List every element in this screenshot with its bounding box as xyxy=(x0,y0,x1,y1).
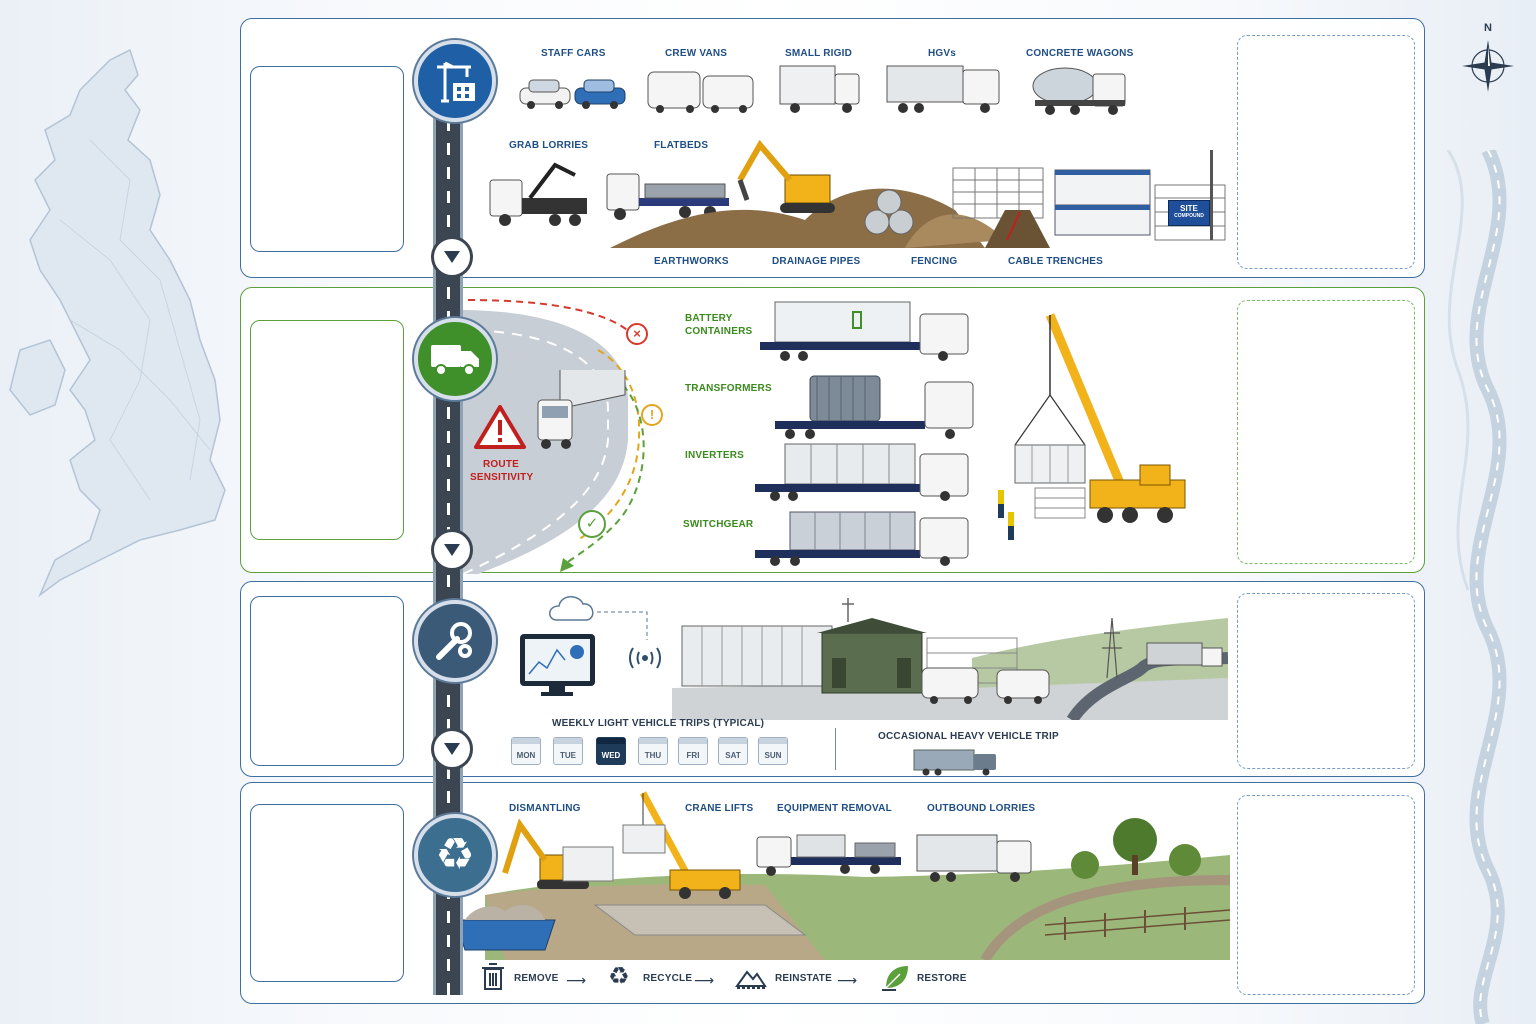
delivery-note-box-right xyxy=(1237,300,1415,564)
flow-recycle: RECYCLE xyxy=(643,973,693,984)
label-earthworks: EARTHWORKS xyxy=(654,256,729,267)
compass-north-label: N xyxy=(1484,22,1493,34)
truck-icon xyxy=(431,345,479,376)
construction-vehicles-row xyxy=(519,65,1126,115)
compass-rose-icon xyxy=(1462,40,1514,92)
day-sat: SAT xyxy=(718,737,748,765)
flow-arrow-2: ⟶ xyxy=(694,972,715,988)
operation-stage-icon xyxy=(414,600,496,682)
label-fencing: FENCING xyxy=(911,256,958,267)
site-sign-line-1: SITE xyxy=(1180,204,1198,213)
chevron-down-icon xyxy=(444,743,460,755)
uk-map-background xyxy=(9,48,226,598)
label-inverters: INVERTERS xyxy=(685,450,745,461)
decommissioning-stage-icon: ♻ xyxy=(414,814,496,896)
flow-remove: REMOVE xyxy=(514,973,559,984)
site-sign-line-2: COMPOUND xyxy=(1174,213,1204,219)
day-wed: WED xyxy=(596,737,626,765)
timeline-chevron-3 xyxy=(431,728,473,770)
construction-note-box xyxy=(250,66,404,252)
label-drainage-pipes: DRAINAGE PIPES xyxy=(772,256,861,267)
remote-monitoring-illustration xyxy=(520,596,661,696)
compass: N xyxy=(1460,22,1516,98)
label-weekly-trips: WEEKLY LIGHT VEHICLE TRIPS (TYPICAL) xyxy=(552,718,765,729)
decommissioning-note-box xyxy=(250,804,404,982)
delivery-note-box xyxy=(250,320,404,540)
delivery-stage-icon xyxy=(414,318,496,400)
label-staff-cars: STAFF CARS xyxy=(541,48,606,59)
construction-stage-icon xyxy=(414,40,496,122)
timeline-chevron-1 xyxy=(431,236,473,278)
label-concrete-wagons: CONCRETE WAGONS xyxy=(1026,48,1134,59)
construction-note-box-right xyxy=(1237,35,1415,269)
decommissioning-scene xyxy=(454,791,1230,960)
label-transformers: TRANSFORMERS xyxy=(685,383,772,394)
operation-note-box xyxy=(250,596,404,766)
operation-divider xyxy=(835,728,836,770)
label-small-rigid: SMALL RIGID xyxy=(785,48,853,59)
remove-bin-icon xyxy=(482,963,504,990)
warning-triangle-icon xyxy=(474,405,526,449)
flow-restore: RESTORE xyxy=(917,973,967,984)
site-compound-sign: SITE COMPOUND xyxy=(1168,200,1210,226)
abnormal-load-trucks xyxy=(755,301,974,566)
reinstate-icon xyxy=(735,970,767,989)
day-sun: SUN xyxy=(758,737,788,765)
operation-note-box-right xyxy=(1237,593,1415,769)
earthworks-scene xyxy=(489,140,1226,248)
label-flatbeds: FLATBEDS xyxy=(654,140,709,151)
recycle-icon: ♻ xyxy=(608,963,630,990)
label-cable-trenches: CABLE TRENCHES xyxy=(1008,256,1104,267)
label-equipment-removal: EQUIPMENT REMOVAL xyxy=(777,803,892,814)
label-crew-vans: CREW VANS xyxy=(665,48,728,59)
label-occasional-heavy-trip: OCCASIONAL HEAVY VEHICLE TRIP xyxy=(878,731,1059,742)
label-dismantling: DISMANTLING xyxy=(509,803,581,814)
flow-reinstate: REINSTATE xyxy=(775,973,832,984)
label-crane-lifts: CRANE LIFTS xyxy=(685,803,754,814)
label-switchgear: SWITCHGEAR xyxy=(683,519,754,530)
decommissioning-note-box-right xyxy=(1237,795,1415,995)
chevron-down-icon xyxy=(444,251,460,263)
label-grab-lorries: GRAB LORRIES xyxy=(509,140,589,151)
label-hgvs: HGVs xyxy=(928,48,957,59)
label-outbound-lorries: OUTBOUND LORRIES xyxy=(927,803,1036,814)
flow-arrow-3: ⟶ xyxy=(837,972,858,988)
delivery-truck-on-road xyxy=(537,370,626,449)
route-ok-icon: ✓ xyxy=(578,510,606,538)
mobile-crane-lift xyxy=(998,313,1186,540)
day-fri: FRI xyxy=(678,737,708,765)
route-blocked-icon: × xyxy=(626,323,648,345)
route-sensitivity-label-1: ROUTE xyxy=(483,459,519,470)
heavy-truck-icon xyxy=(913,749,996,776)
operational-site-scene xyxy=(672,598,1228,720)
day-thu: THU xyxy=(638,737,668,765)
day-mon: MON xyxy=(511,737,541,765)
recycle-stage-icon: ♻ xyxy=(435,830,475,879)
timeline-chevron-2 xyxy=(431,529,473,571)
route-caution-icon: ! xyxy=(641,404,663,426)
crane-building-icon xyxy=(437,61,475,103)
day-tue: TUE xyxy=(553,737,583,765)
road-lines-background xyxy=(1446,150,1507,1024)
chevron-down-icon xyxy=(444,544,460,556)
route-sensitivity-label-2: SENSITIVITY xyxy=(470,472,534,483)
label-battery-containers: BATTERY CONTAINERS xyxy=(685,313,753,337)
flow-arrow-1: ⟶ xyxy=(566,972,587,988)
wrench-gear-icon xyxy=(436,622,472,660)
restore-leaf-icon xyxy=(882,966,908,991)
